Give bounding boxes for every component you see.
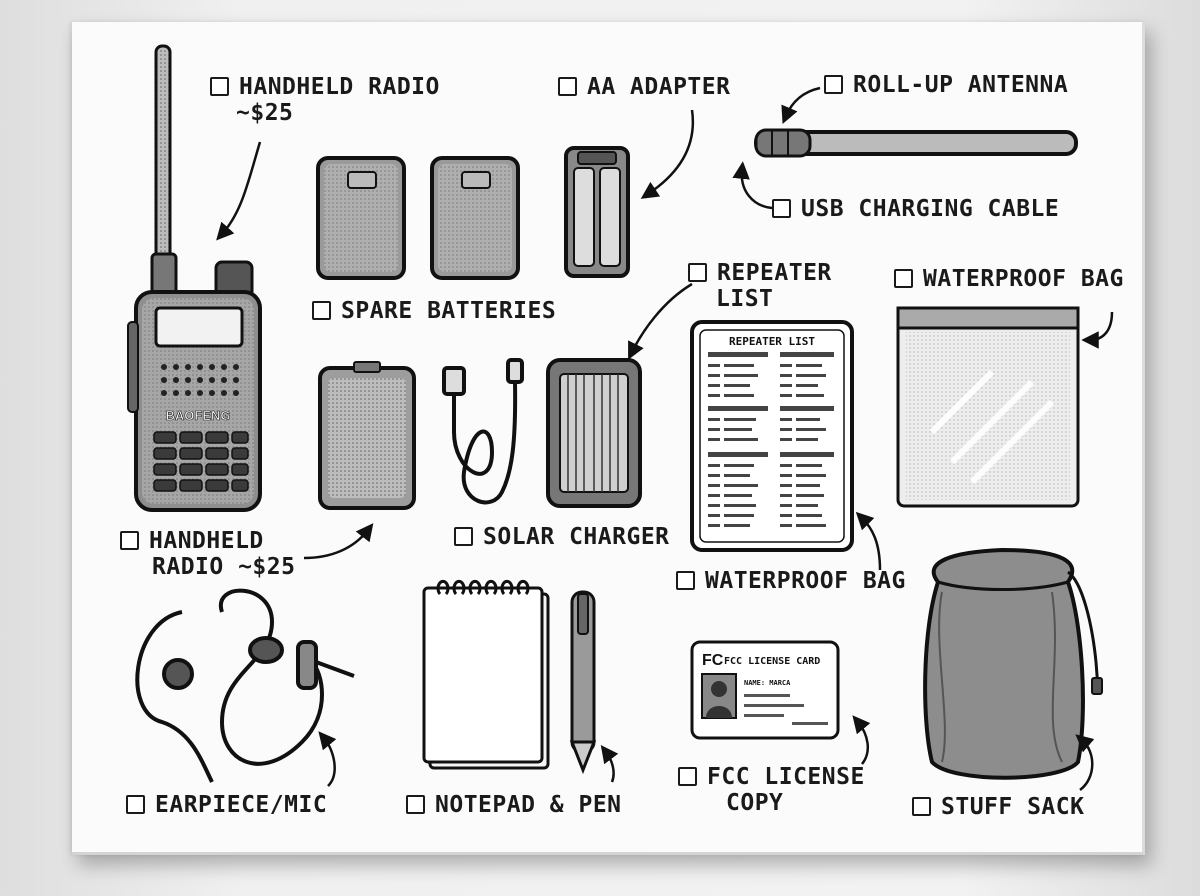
label-handheld-radio-top: HANDHELD RADIO ~$25	[210, 74, 440, 126]
label-text-line2: ~$25	[236, 100, 294, 126]
checkbox-usb-charging-cable[interactable]	[772, 199, 791, 218]
label-earpiece-mic: EARPIECE/MIC	[126, 792, 327, 818]
checkbox-waterproof-bag-top[interactable]	[894, 269, 913, 288]
checkbox-aa-adapter[interactable]	[558, 77, 577, 96]
label-text: EARPIECE/MIC	[155, 792, 328, 818]
aa-adapter-drawing	[564, 146, 630, 278]
checkbox-earpiece-mic[interactable]	[126, 795, 145, 814]
label-text-line2: RADIO ~$25	[152, 554, 296, 580]
label-text-line2: COPY	[726, 790, 784, 816]
checkbox-fcc-license-copy[interactable]	[678, 767, 697, 786]
pointer-arrows	[216, 86, 1114, 791]
label-repeater-list: REPEATER LIST	[688, 260, 832, 312]
checkbox-rollup-antenna[interactable]	[824, 75, 843, 94]
checkbox-notepad-pen[interactable]	[406, 795, 425, 814]
checkbox-handheld-radio-top[interactable]	[210, 77, 229, 96]
label-stuff-sack: STUFF SACK	[912, 794, 1084, 820]
usb-cable-drawing	[442, 358, 524, 505]
label-fcc-license-copy: FCC LICENSE COPY	[678, 764, 865, 816]
pen-drawing	[569, 590, 597, 775]
checkbox-handheld-radio-bottom[interactable]	[120, 531, 139, 550]
canvas-print: BAOFENG	[72, 22, 1145, 855]
label-aa-adapter: AA ADAPTER	[558, 74, 730, 100]
label-text: STUFF SACK	[941, 794, 1085, 820]
illustration: BAOFENG	[127, 44, 1114, 791]
label-handheld-radio-bottom: HANDHELD RADIO ~$25	[120, 528, 295, 580]
label-text: ROLL-UP ANTENNA	[853, 72, 1069, 98]
label-text: NOTEPAD & PEN	[435, 792, 622, 818]
spare-batteries-drawing	[316, 156, 520, 280]
label-text: FCC LICENSE	[707, 764, 865, 790]
label-text: WATERPROOF BAG	[923, 266, 1124, 292]
fcc-card-name: NAME: MARCA	[744, 679, 791, 687]
label-rollup-antenna: ROLL-UP ANTENNA	[824, 72, 1068, 98]
label-solar-charger: SOLAR CHARGER	[454, 524, 670, 550]
label-text: REPEATER	[717, 260, 832, 286]
label-text-line2: LIST	[716, 286, 774, 312]
checkbox-spare-batteries[interactable]	[312, 301, 331, 320]
label-text: AA ADAPTER	[587, 74, 731, 100]
label-waterproof-bag-top: WATERPROOF BAG	[894, 266, 1124, 292]
label-text: WATERPROOF BAG	[705, 568, 906, 594]
label-text: USB CHARGING CABLE	[801, 196, 1060, 222]
fcc-card-title: FCC LICENSE CARD	[724, 656, 820, 667]
radio-brand-text: BAOFENG	[166, 408, 231, 423]
solar-charger-drawing	[546, 358, 642, 508]
checkbox-stuff-sack[interactable]	[912, 797, 931, 816]
fcc-license-card-drawing: FC FCC LICENSE CARD NAME: MARCA	[690, 640, 840, 740]
rollup-antenna-drawing	[754, 128, 1078, 158]
repeater-sheet-title: REPEATER LIST	[729, 335, 815, 348]
label-text: HANDHELD RADIO	[239, 74, 440, 100]
checkbox-waterproof-bag-bottom[interactable]	[676, 571, 695, 590]
label-notepad-pen: NOTEPAD & PEN	[406, 792, 622, 818]
waterproof-bag-drawing	[896, 306, 1080, 508]
handheld-radio-drawing: BAOFENG	[127, 44, 262, 512]
label-waterproof-bag-bottom: WATERPROOF BAG	[676, 568, 906, 594]
fcc-logo: FC	[702, 652, 724, 669]
label-usb-charging-cable: USB CHARGING CABLE	[772, 196, 1059, 222]
battery-pack-drawing	[318, 361, 416, 510]
notepad-drawing	[422, 579, 550, 770]
label-text: SPARE BATTERIES	[341, 298, 557, 324]
repeater-list-sheet: REPEATER LIST	[690, 320, 854, 552]
label-text: SOLAR CHARGER	[483, 524, 670, 550]
label-text: HANDHELD	[149, 528, 264, 554]
label-spare-batteries: SPARE BATTERIES	[312, 298, 556, 324]
checkbox-repeater-list[interactable]	[688, 263, 707, 282]
stuff-sack-drawing	[923, 547, 1103, 780]
checkbox-solar-charger[interactable]	[454, 527, 473, 546]
earpiece-mic-drawing	[135, 588, 355, 783]
